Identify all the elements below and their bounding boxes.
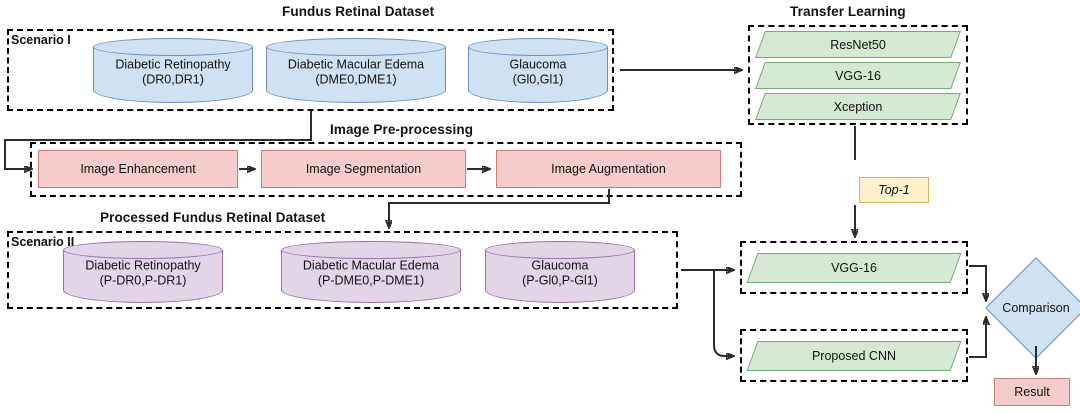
dataset-label: Glaucoma (Gl0,Gl1) bbox=[468, 57, 608, 87]
step-image-augmentation[interactable]: Image Augmentation bbox=[496, 150, 721, 188]
top1-badge: Top-1 bbox=[859, 177, 929, 203]
scenario-2-container bbox=[7, 231, 678, 309]
dataset-name: Diabetic Macular Edema bbox=[302, 258, 440, 273]
transfer-learning-container bbox=[748, 25, 968, 125]
dataset-classes: (Gl0,Gl1) bbox=[512, 72, 564, 86]
scenario-2-label: Scenario II bbox=[11, 235, 75, 249]
dataset-name: Diabetic Retinopathy bbox=[115, 57, 231, 71]
model-label: Xception bbox=[833, 99, 883, 114]
comparison-node[interactable]: Comparison bbox=[985, 257, 1080, 359]
model-label: VGG-16 bbox=[831, 261, 877, 275]
cylinder-top bbox=[468, 38, 608, 56]
processed-cylinder-p-dme0[interactable]: Diabetic Macular Edema (P-DME0,P-DME1) bbox=[281, 241, 461, 303]
evaluation-proposed-cnn-container bbox=[740, 329, 968, 382]
dataset-cylinder-dr0[interactable]: Diabetic Retinopathy (DR0,DR1) bbox=[93, 38, 253, 103]
title-processed-fundus-retinal-dataset: Processed Fundus Retinal Dataset bbox=[100, 210, 326, 225]
dataset-name: Glaucoma bbox=[531, 258, 589, 273]
dataset-classes: (P-DME0,P-DME1) bbox=[317, 273, 425, 288]
dataset-name: Diabetic Macular Edema bbox=[287, 57, 425, 71]
title-fundus-retinal-dataset: Fundus Retinal Dataset bbox=[282, 4, 435, 19]
dataset-name: Glaucoma bbox=[509, 57, 567, 71]
cylinder-top bbox=[63, 241, 223, 259]
model-label: ResNet50 bbox=[830, 37, 886, 52]
cylinder-top bbox=[485, 241, 635, 259]
wire-scenario2-to-proposed-cnn bbox=[713, 270, 733, 356]
cylinder-body bbox=[468, 47, 608, 103]
model-resnet50[interactable]: ResNet50 bbox=[755, 31, 961, 58]
comparison-label: Comparison bbox=[1002, 301, 1070, 315]
processed-cylinder-p-dr0[interactable]: Diabetic Retinopathy (P-DR0,P-DR1) bbox=[63, 241, 223, 303]
dataset-classes: (DR0,DR1) bbox=[142, 72, 204, 86]
cylinder-body bbox=[93, 47, 253, 103]
model-vgg16[interactable]: VGG-16 bbox=[755, 62, 961, 89]
title-image-preprocessing: Image Pre-processing bbox=[330, 122, 474, 137]
dataset-cylinder-gl0[interactable]: Glaucoma (Gl0,Gl1) bbox=[468, 38, 608, 103]
scenario-1-label: Scenario I bbox=[11, 33, 71, 47]
dataset-classes: (DME0,DME1) bbox=[315, 72, 397, 86]
evaluation-model-vgg16[interactable]: VGG-16 bbox=[746, 253, 962, 283]
dataset-classes: (P-DR0,P-DR1) bbox=[99, 273, 187, 288]
model-xception[interactable]: Xception bbox=[755, 93, 961, 120]
scenario-1-container bbox=[7, 29, 614, 111]
dataset-cylinder-dme0[interactable]: Diabetic Macular Edema (DME0,DME1) bbox=[266, 38, 446, 103]
dataset-label: Diabetic Retinopathy (P-DR0,P-DR1) bbox=[63, 259, 223, 289]
dataset-label: Diabetic Macular Edema (DME0,DME1) bbox=[266, 57, 446, 87]
step-image-enhancement[interactable]: Image Enhancement bbox=[38, 150, 238, 188]
cylinder-top bbox=[93, 38, 253, 56]
cylinder-top bbox=[266, 38, 446, 56]
evaluation-model-proposed-cnn[interactable]: Proposed CNN bbox=[746, 341, 962, 371]
dataset-label: Diabetic Retinopathy (DR0,DR1) bbox=[93, 57, 253, 87]
dataset-classes: (P-Gl0,P-Gl1) bbox=[522, 273, 598, 288]
title-transfer-learning: Transfer Learning bbox=[790, 4, 906, 19]
step-image-segmentation[interactable]: Image Segmentation bbox=[261, 150, 466, 188]
cylinder-top bbox=[281, 241, 461, 259]
dataset-label: Glaucoma (P-Gl0,P-Gl1) bbox=[485, 259, 635, 289]
cylinder-body bbox=[266, 47, 446, 103]
model-label: VGG-16 bbox=[835, 68, 881, 83]
model-label: Proposed CNN bbox=[811, 349, 897, 363]
dataset-name: Diabetic Retinopathy bbox=[85, 258, 201, 273]
dataset-label: Diabetic Macular Edema (P-DME0,P-DME1) bbox=[281, 259, 461, 289]
processed-cylinder-p-gl0[interactable]: Glaucoma (P-Gl0,P-Gl1) bbox=[485, 241, 635, 303]
result-box[interactable]: Result bbox=[994, 378, 1070, 406]
